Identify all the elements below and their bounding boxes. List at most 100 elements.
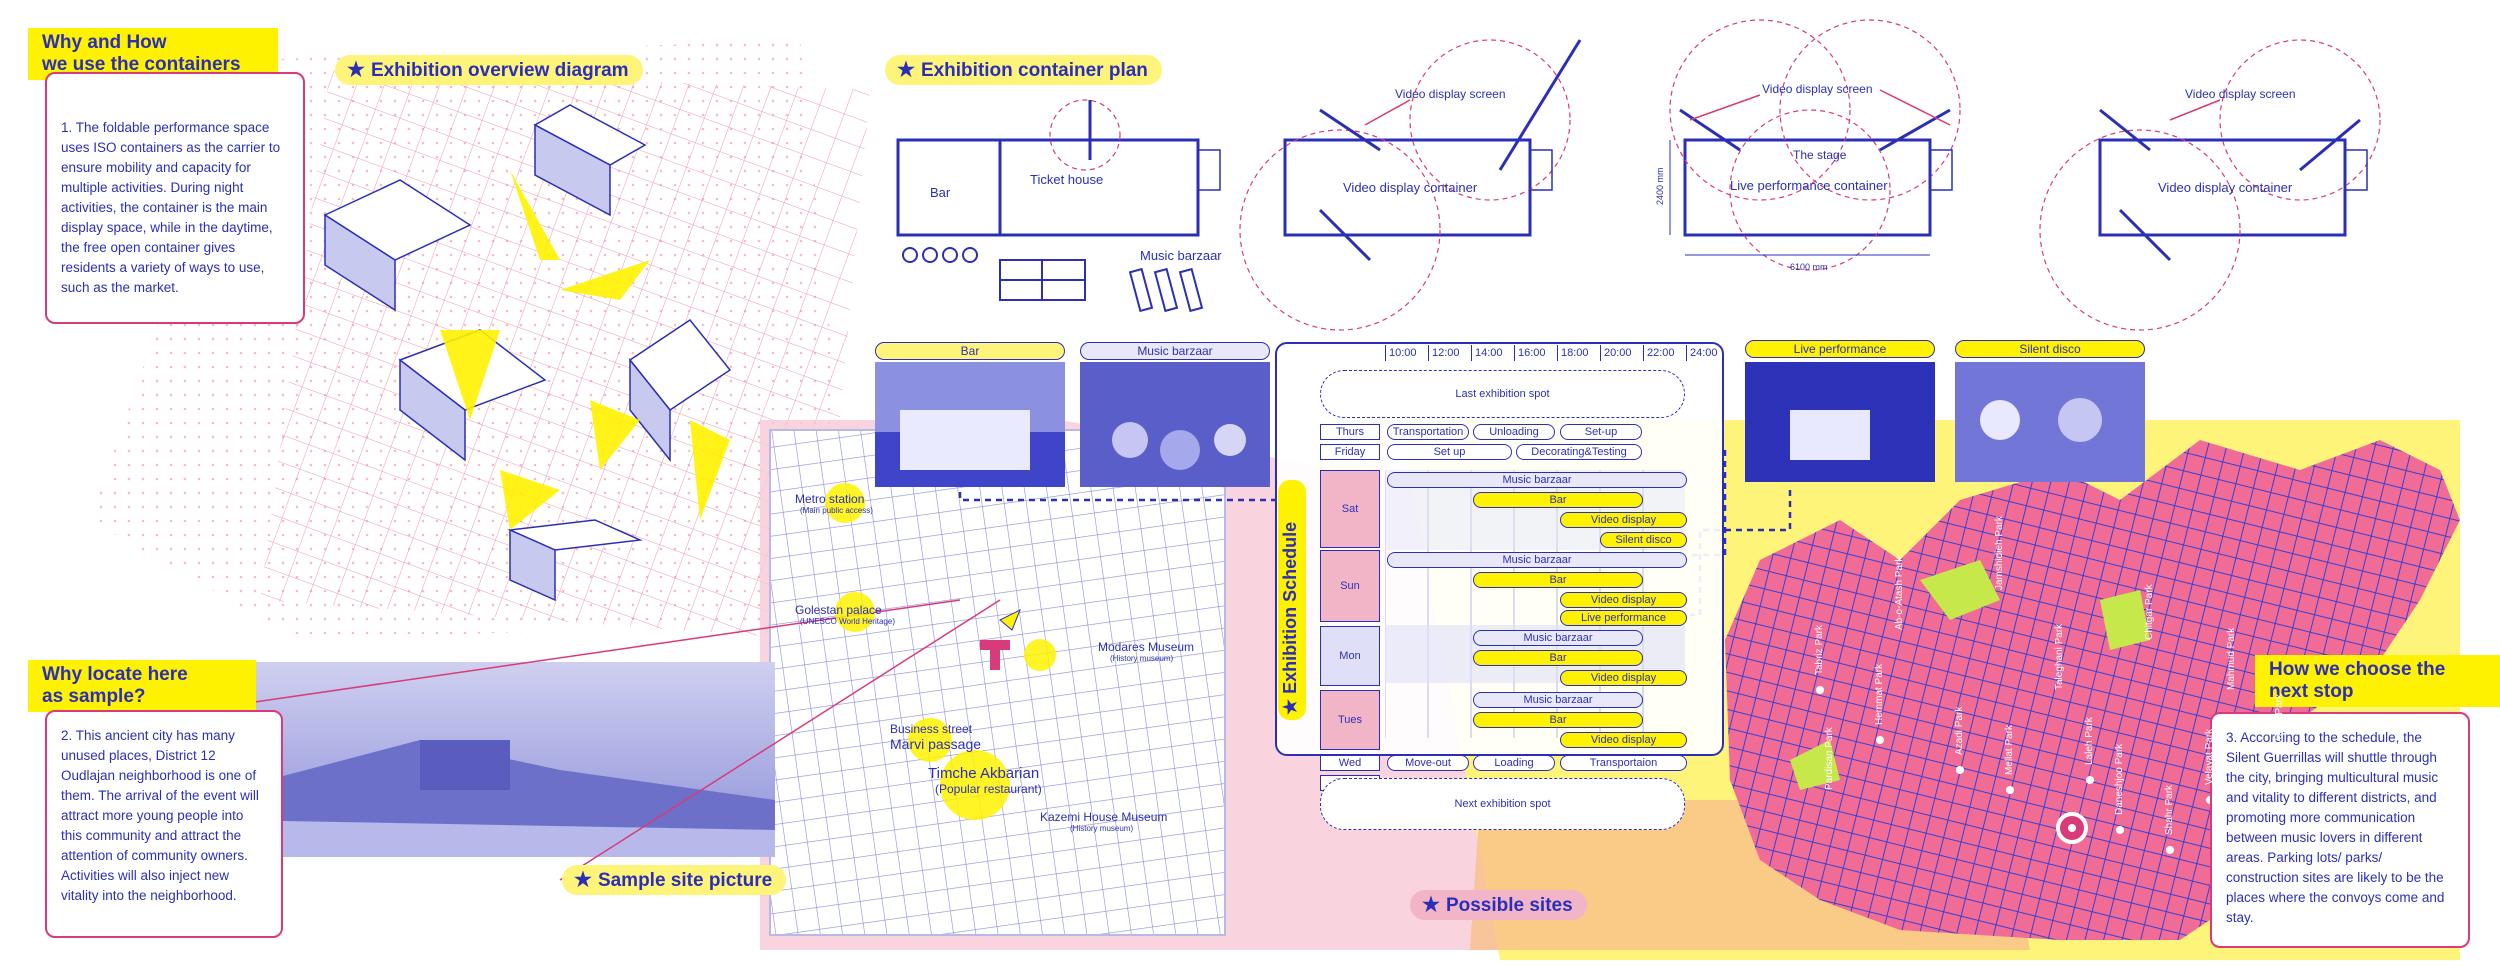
map-label-golestan: Golestan palace — [795, 603, 882, 617]
map-label-golestan-sub: (UNESCO World Heritage) — [800, 617, 895, 626]
park-label-10: Jamshidieh Park — [1994, 516, 2005, 590]
tag-overview-diagram: ★Exhibition overview diagram — [335, 55, 643, 85]
caption-silent-disco: Silent disco — [1955, 340, 2145, 358]
star-icon: ★ — [347, 59, 365, 81]
event-thurs-transportation: Transportation — [1387, 424, 1469, 440]
day-friday: Friday — [1320, 444, 1380, 460]
time-tick-4: 18:00 — [1557, 345, 1589, 361]
schedule-title-bar — [1278, 480, 1306, 720]
day-sun: Sun — [1320, 550, 1380, 622]
time-tick-0: 10:00 — [1385, 345, 1417, 361]
how-choose-title: How we choose the next stop — [2255, 655, 2500, 707]
day-sat: Sat — [1320, 470, 1380, 548]
time-tick-3: 16:00 — [1514, 345, 1546, 361]
how-choose-title-line1: How we choose the — [2269, 659, 2446, 680]
event-tues-video-display: Video display — [1560, 732, 1687, 748]
plan-label-video-screen-2: Video display screen — [1762, 82, 1873, 96]
day-wed: Wed — [1320, 755, 1380, 771]
plan-label-live-container: Live performance container — [1730, 178, 1888, 193]
plan-label-video-container-3: Video display container — [2158, 180, 2293, 195]
event-mon-video-display: Video display — [1560, 670, 1687, 686]
why-how-title-line1: Why and How — [42, 32, 167, 53]
caption-live-performance: Live performance — [1745, 340, 1935, 358]
plan-label-video-container-1: Video display container — [1343, 180, 1478, 195]
event-thurs-unloading: Unloading — [1473, 424, 1555, 440]
map-label-timche: Timche Akbarian — [928, 765, 1040, 782]
caption-music-barzaar: Music barzaar — [1080, 342, 1270, 360]
map-label-marvi: Marvi passage — [890, 736, 982, 752]
plan-label-dim-width: 6100 mm — [1790, 262, 1828, 272]
day-thurs: Thurs — [1320, 424, 1380, 440]
star-icon: ★ — [1280, 693, 1300, 715]
park-label-8: Vanak Park — [2274, 694, 2285, 745]
schedule-title: ★ Exhibition Schedule — [1280, 522, 1301, 715]
event-wed-loading: Loading — [1473, 755, 1555, 771]
event-friday-setup: Set up — [1387, 444, 1512, 460]
park-label-0: Tabriz Park — [1814, 624, 1825, 675]
park-label-2: Azadi Park — [1954, 706, 1965, 755]
event-sat-music-barzaar: Music barzaar — [1387, 472, 1687, 488]
tag-container-plan: ★Exhibition container plan — [885, 55, 1162, 85]
park-label-14: Mahmud Park — [2226, 627, 2237, 690]
park-label-4: Laleh Park — [2084, 717, 2095, 765]
why-locate-title-line1: Why locate here — [42, 664, 188, 685]
map-label-timche-sub: (Popular restaurant) — [935, 782, 1042, 796]
star-icon: ★ — [897, 59, 915, 81]
event-tues-bar: Bar — [1473, 712, 1643, 728]
map-label-modares-sub: (History museum) — [1110, 654, 1174, 663]
plan-label-video-screen-1: Video display screen — [1395, 87, 1506, 101]
why-locate-title-line2: as sample? — [42, 686, 146, 707]
map-label-metro: Metro station — [795, 492, 865, 506]
caption-bar: Bar — [875, 342, 1065, 360]
park-label-6: Shahr Park — [2164, 784, 2175, 835]
event-sat-video-display: Video display — [1560, 512, 1687, 528]
park-label-7: Velayat Park — [2204, 728, 2215, 785]
event-sun-bar: Bar — [1473, 572, 1643, 588]
event-mon-bar: Bar — [1473, 650, 1643, 666]
how-choose-title-line2: next stop — [2269, 681, 2354, 702]
park-label-11: Taleghani Park — [2054, 623, 2065, 690]
map-label-metro-sub: (Main public access) — [800, 506, 873, 515]
map-label-kazemi: Kazemi House Museum — [1040, 810, 1168, 824]
park-label-1: Hemmat Park — [1874, 663, 1885, 725]
event-friday-decorating: Decorating&Testing — [1516, 444, 1642, 460]
event-sun-live-performance: Live performance — [1560, 610, 1687, 626]
plan-label-video-screen-3: Video display screen — [2185, 87, 2296, 101]
day-tues: Tues — [1320, 690, 1380, 750]
map-label-modares: Modares Museum — [1098, 640, 1195, 654]
tag-possible-sites: ★Possible sites — [1410, 890, 1587, 920]
schedule-title-text: Exhibition Schedule — [1280, 521, 1300, 694]
plan-label-dim-height: 2400 mm — [1655, 167, 1665, 205]
map-label-business: Business street — [890, 722, 973, 736]
event-wed-moveout: Move-out — [1387, 755, 1469, 771]
day-mon: Mon — [1320, 626, 1380, 686]
why-how-title-line2: we use the containers — [42, 54, 241, 75]
plan-label-stage: The stage — [1793, 148, 1847, 162]
park-label-9: Ab-o-Atash Park — [1894, 556, 1905, 630]
star-icon: ★ — [574, 869, 592, 891]
tag-overview-text: Exhibition overview diagram — [370, 60, 629, 81]
map-label-kazemi-sub: (History museum) — [1070, 824, 1134, 833]
event-sat-bar: Bar — [1473, 492, 1643, 508]
time-tick-6: 22:00 — [1643, 345, 1675, 361]
park-label-5: Daneshjoo Park — [2114, 743, 2125, 815]
event-wed-transportation: Transportaion — [1560, 755, 1687, 771]
plan-label-bar: Bar — [930, 185, 951, 200]
next-exhibition-spot: Next exhibition spot — [1320, 778, 1685, 830]
event-mon-music-barzaar: Music barzaar — [1473, 630, 1643, 646]
why-locate-text: 2. This ancient city has many unused pla… — [45, 710, 283, 938]
why-how-text: 1. The foldable performance space uses I… — [45, 72, 305, 324]
park-label-12: Chitgar Park — [2144, 584, 2155, 640]
star-icon: ★ — [1422, 894, 1440, 916]
tag-sample-site: ★Sample site picture — [562, 865, 787, 895]
park-label-3: Mellat Park — [2004, 724, 2015, 775]
why-locate-title: Why locate here as sample? — [28, 660, 256, 712]
event-sun-video-display: Video display — [1560, 592, 1687, 608]
event-sat-silent-disco: Silent disco — [1600, 532, 1687, 548]
plan-label-ticket-house: Ticket house — [1030, 172, 1104, 187]
time-tick-1: 12:00 — [1428, 345, 1460, 361]
event-thurs-setup: Set-up — [1560, 424, 1642, 440]
tag-sample-site-text: Sample site picture — [597, 870, 773, 891]
tag-possible-sites-text: Possible sites — [1445, 895, 1573, 916]
time-tick-2: 14:00 — [1471, 345, 1503, 361]
